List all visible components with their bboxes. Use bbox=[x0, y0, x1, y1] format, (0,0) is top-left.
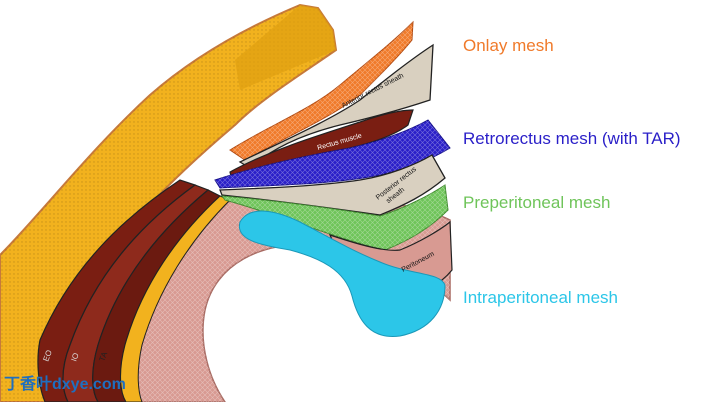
legend-intraperitoneal-mesh: Intraperitoneal mesh bbox=[463, 288, 618, 307]
intraperitoneal-mesh bbox=[238, 210, 446, 337]
preperitoneal-mesh-texture bbox=[222, 185, 448, 250]
legend-onlay-mesh: Onlay mesh bbox=[463, 36, 554, 55]
site-watermark: 丁香叶dxye.com bbox=[4, 376, 126, 393]
fat-top-face bbox=[235, 5, 336, 90]
label-ta: TA bbox=[97, 350, 109, 363]
legend-preperitoneal-mesh: Preperitoneal mesh bbox=[463, 193, 611, 212]
label-io: IO bbox=[69, 352, 80, 363]
label-eo: EO bbox=[41, 349, 53, 363]
onlay-mesh-texture bbox=[230, 22, 413, 160]
retrorectus-mesh-texture bbox=[215, 120, 450, 188]
legend-retrorectus-mesh: Retrorectus mesh (with TAR) bbox=[463, 129, 681, 148]
fat-texture bbox=[0, 5, 336, 402]
anterior-rectus-sheath bbox=[238, 43, 434, 169]
